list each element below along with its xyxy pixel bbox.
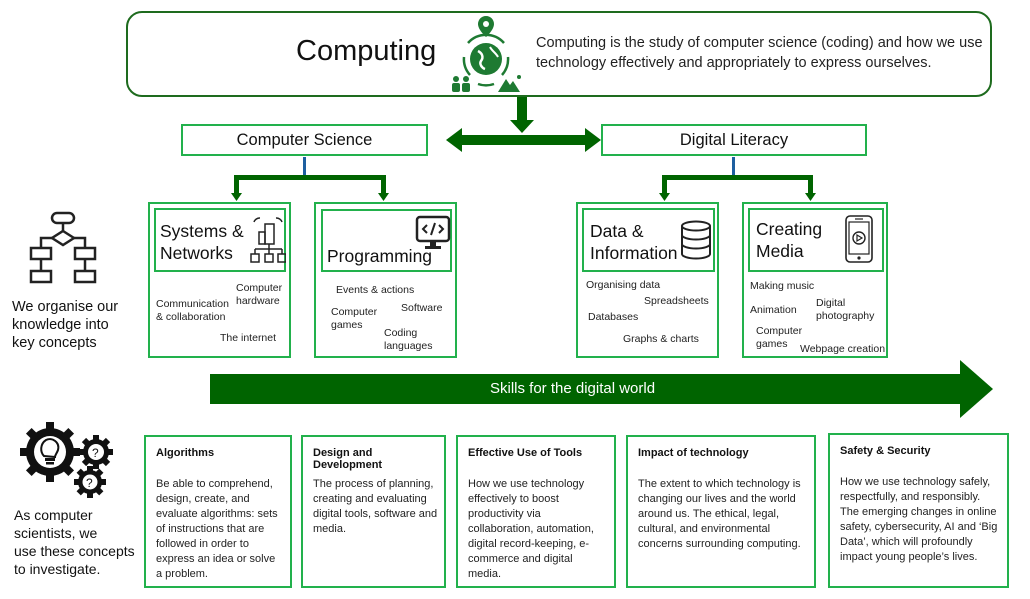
- database-icon: [681, 220, 711, 260]
- skill-card-impact-of-technology: Impact of technology The extent to which…: [626, 435, 816, 588]
- keyword: Animation: [750, 304, 797, 316]
- branch-label: Computer Science: [236, 131, 373, 149]
- concept-header: Data & Information: [582, 208, 715, 272]
- flowchart-icon: [29, 211, 97, 284]
- skill-description: Be able to comprehend, design, create, a…: [156, 478, 278, 580]
- concepts-note: We organise our knowledge into key conce…: [12, 299, 119, 351]
- skill-description: How we use technology effectively to boo…: [468, 478, 594, 580]
- skill-card-effective-use-of-tools: Effective Use of Tools How we use techno…: [456, 435, 616, 588]
- svg-text:?: ?: [92, 446, 99, 460]
- skills-arrow-shape: [210, 360, 993, 418]
- concept-header: Systems & Networks: [154, 208, 286, 272]
- down-arrow-from-computing: [510, 97, 534, 133]
- concept-header: Programming: [321, 209, 452, 272]
- skill-description: How we use technology safely, respectful…: [840, 476, 998, 563]
- concept-title: Data & Information: [590, 221, 678, 263]
- keyword: Spreadsheets: [644, 295, 709, 307]
- skills-arrow-label: Skills for the digital world: [490, 380, 656, 397]
- concept-header: Creating Media: [748, 208, 884, 272]
- svg-text:?: ?: [86, 476, 93, 490]
- computing-description: Computing is the study of computer scien…: [536, 35, 983, 71]
- skill-description: The process of planning, creating and ev…: [313, 478, 438, 535]
- concept-title: Systems & Networks: [160, 221, 244, 263]
- keyword: Making music: [750, 280, 815, 292]
- keyword: The internet: [220, 332, 277, 344]
- keyword: Computer games: [756, 325, 803, 350]
- keyword: Graphs & charts: [623, 333, 699, 345]
- skill-description: The extent to which technology is changi…: [638, 478, 801, 550]
- concept-data-information: Data & Information Organising data Sprea…: [576, 202, 719, 358]
- concept-title: Programming: [327, 246, 433, 266]
- concept-title: Creating Media: [756, 219, 823, 261]
- branch-label: Digital Literacy: [679, 131, 789, 149]
- skill-title: Effective Use of Tools: [468, 447, 583, 459]
- skill-title: Impact of technology: [638, 447, 749, 459]
- keyword: Computer games: [331, 306, 378, 331]
- computer-science-bracket: [231, 157, 389, 201]
- keyword: Coding languages: [384, 327, 433, 352]
- double-arrow-between-branches: [446, 128, 601, 152]
- page-title: Computing: [296, 35, 437, 67]
- concept-systems-networks: Systems & Networks Computer hardware Com…: [148, 202, 291, 358]
- code-monitor-icon: [415, 215, 451, 249]
- keyword: Digital photography: [816, 297, 875, 322]
- computing-header-box: Computing Computing is the study of comp…: [126, 11, 992, 97]
- concept-creating-media: Creating Media Making music Animation Di…: [742, 202, 888, 358]
- concept-programming: Programming Events & actions Software Co…: [314, 202, 457, 358]
- skill-title: Safety & Security: [840, 445, 931, 457]
- tablet-play-icon: [845, 215, 873, 263]
- keyword: Events & actions: [336, 284, 415, 296]
- keyword: Software: [401, 302, 443, 314]
- keyword: Communication & collaboration: [156, 298, 229, 323]
- keyword: Computer hardware: [236, 282, 283, 307]
- keyword: Databases: [588, 311, 639, 323]
- skill-card-safety-security: Safety & Security How we use technology …: [828, 433, 1009, 588]
- skill-title: Algorithms: [156, 447, 215, 459]
- investigate-note: As computer scientists, we use these con…: [14, 507, 135, 577]
- branch-computer-science: Computer Science: [181, 124, 428, 156]
- branch-digital-literacy: Digital Literacy: [601, 124, 867, 156]
- skill-card-algorithms: Algorithms Be able to comprehend, design…: [144, 435, 292, 588]
- digital-literacy-bracket: [659, 157, 816, 201]
- network-building-icon: [250, 217, 286, 263]
- skill-card-design-development: Design and Development The process of pl…: [301, 435, 446, 588]
- gears-lightbulb-icon: ? ?: [20, 422, 113, 498]
- skill-title: Design and Development: [313, 447, 383, 471]
- keyword: Webpage creation: [800, 343, 886, 355]
- globe-community-icon: [452, 16, 521, 92]
- keyword: Organising data: [586, 279, 661, 291]
